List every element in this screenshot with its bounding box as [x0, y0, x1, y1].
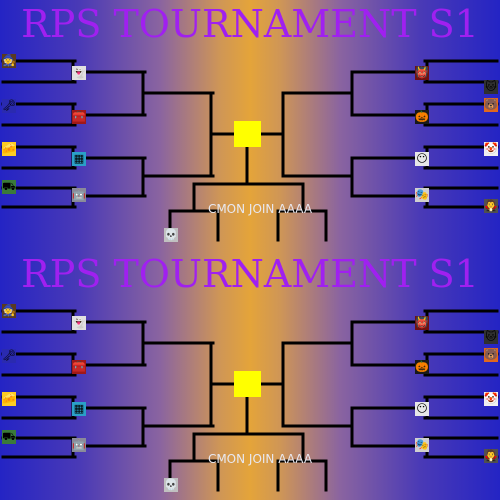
robot-icon: 🤖 [72, 188, 86, 202]
champion-slot [234, 371, 261, 397]
skull-icon: 💀 [164, 478, 178, 492]
cheese-icon: 🧀 [2, 392, 16, 406]
pumpkin-icon: 🎃 [415, 360, 429, 374]
demon-icon: 👹 [415, 66, 429, 80]
clown-icon: 🤡 [484, 142, 498, 156]
slogan-text: CMON JOIN AAAA [207, 202, 313, 216]
bracket-panel-top: RPS TOURNAMENT S1 CMON JOIN AAAA 🧙 👻 🗝 🧰 🧀 ▦ ⛟… [0, 0, 500, 250]
pumpkin-icon: 🎃 [415, 110, 429, 124]
slogan-text: CMON JOIN AAAA [207, 452, 313, 466]
tournament-title: RPS TOURNAMENT S1 [21, 252, 479, 296]
ghost-icon: 👻 [72, 316, 86, 330]
cat-icon: 🐱 [484, 330, 498, 344]
champion-slot [234, 121, 261, 147]
ghost-icon: 👻 [72, 66, 86, 80]
skull-icon: 💀 [164, 228, 178, 242]
robot-icon: 🤖 [72, 438, 86, 452]
cheese-icon: 🧀 [2, 142, 16, 156]
mask-icon: 🎭 [415, 438, 429, 452]
mask-icon: 🎭 [415, 188, 429, 202]
bracket-panel-bottom: RPS TOURNAMENT S1 CMON JOIN AAAA 🧙 👻 🗝 🧰 🧀 ▦ ⛟… [0, 250, 500, 500]
chest-icon: 🧰 [72, 360, 86, 374]
chest-icon: 🧰 [72, 110, 86, 124]
key-icon: 🗝 [2, 349, 16, 363]
witch-icon: 🧙 [2, 304, 16, 318]
witch-icon: 🧙 [2, 54, 16, 68]
bear-icon: 🐻 [484, 348, 498, 362]
pixel-icon: ▦ [72, 152, 86, 166]
demon-icon: 👹 [415, 316, 429, 330]
tank-icon: ⛟ [2, 430, 16, 444]
mage-icon: 🧛 [484, 449, 498, 463]
mage-icon: 🧛 [484, 199, 498, 213]
tournament-title: RPS TOURNAMENT S1 [21, 2, 479, 46]
bear-icon: 🐻 [484, 98, 498, 112]
clown-icon: 🤡 [484, 392, 498, 406]
cat-icon: 🐱 [484, 80, 498, 94]
face-icon: 😶 [415, 402, 429, 416]
tank-icon: ⛟ [2, 180, 16, 194]
pixel-icon: ▦ [72, 402, 86, 416]
key-icon: 🗝 [2, 99, 16, 113]
face-icon: 😶 [415, 152, 429, 166]
